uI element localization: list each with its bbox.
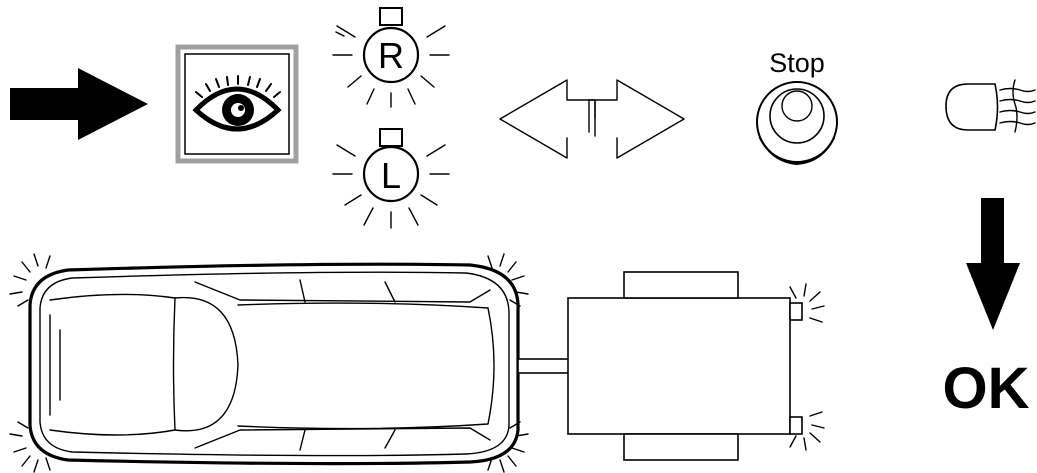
- arrow-down-icon: [966, 198, 1020, 330]
- lamp-label-left: L: [381, 155, 401, 196]
- turn-signal-right-icon: R: [332, 7, 450, 108]
- arrow-right-icon: [10, 68, 148, 140]
- headlight-icon: [945, 79, 1036, 133]
- hazard-arrows-icon: [499, 79, 685, 159]
- lamp-label-right: R: [378, 35, 404, 76]
- turn-signal-left-icon: L: [332, 128, 450, 229]
- brake-light-icon: Stop: [756, 48, 838, 165]
- car-with-trailer-icon: [9, 253, 825, 473]
- stop-label: Stop: [769, 48, 825, 78]
- ok-label: OK: [943, 356, 1030, 421]
- eye-icon: [175, 44, 299, 164]
